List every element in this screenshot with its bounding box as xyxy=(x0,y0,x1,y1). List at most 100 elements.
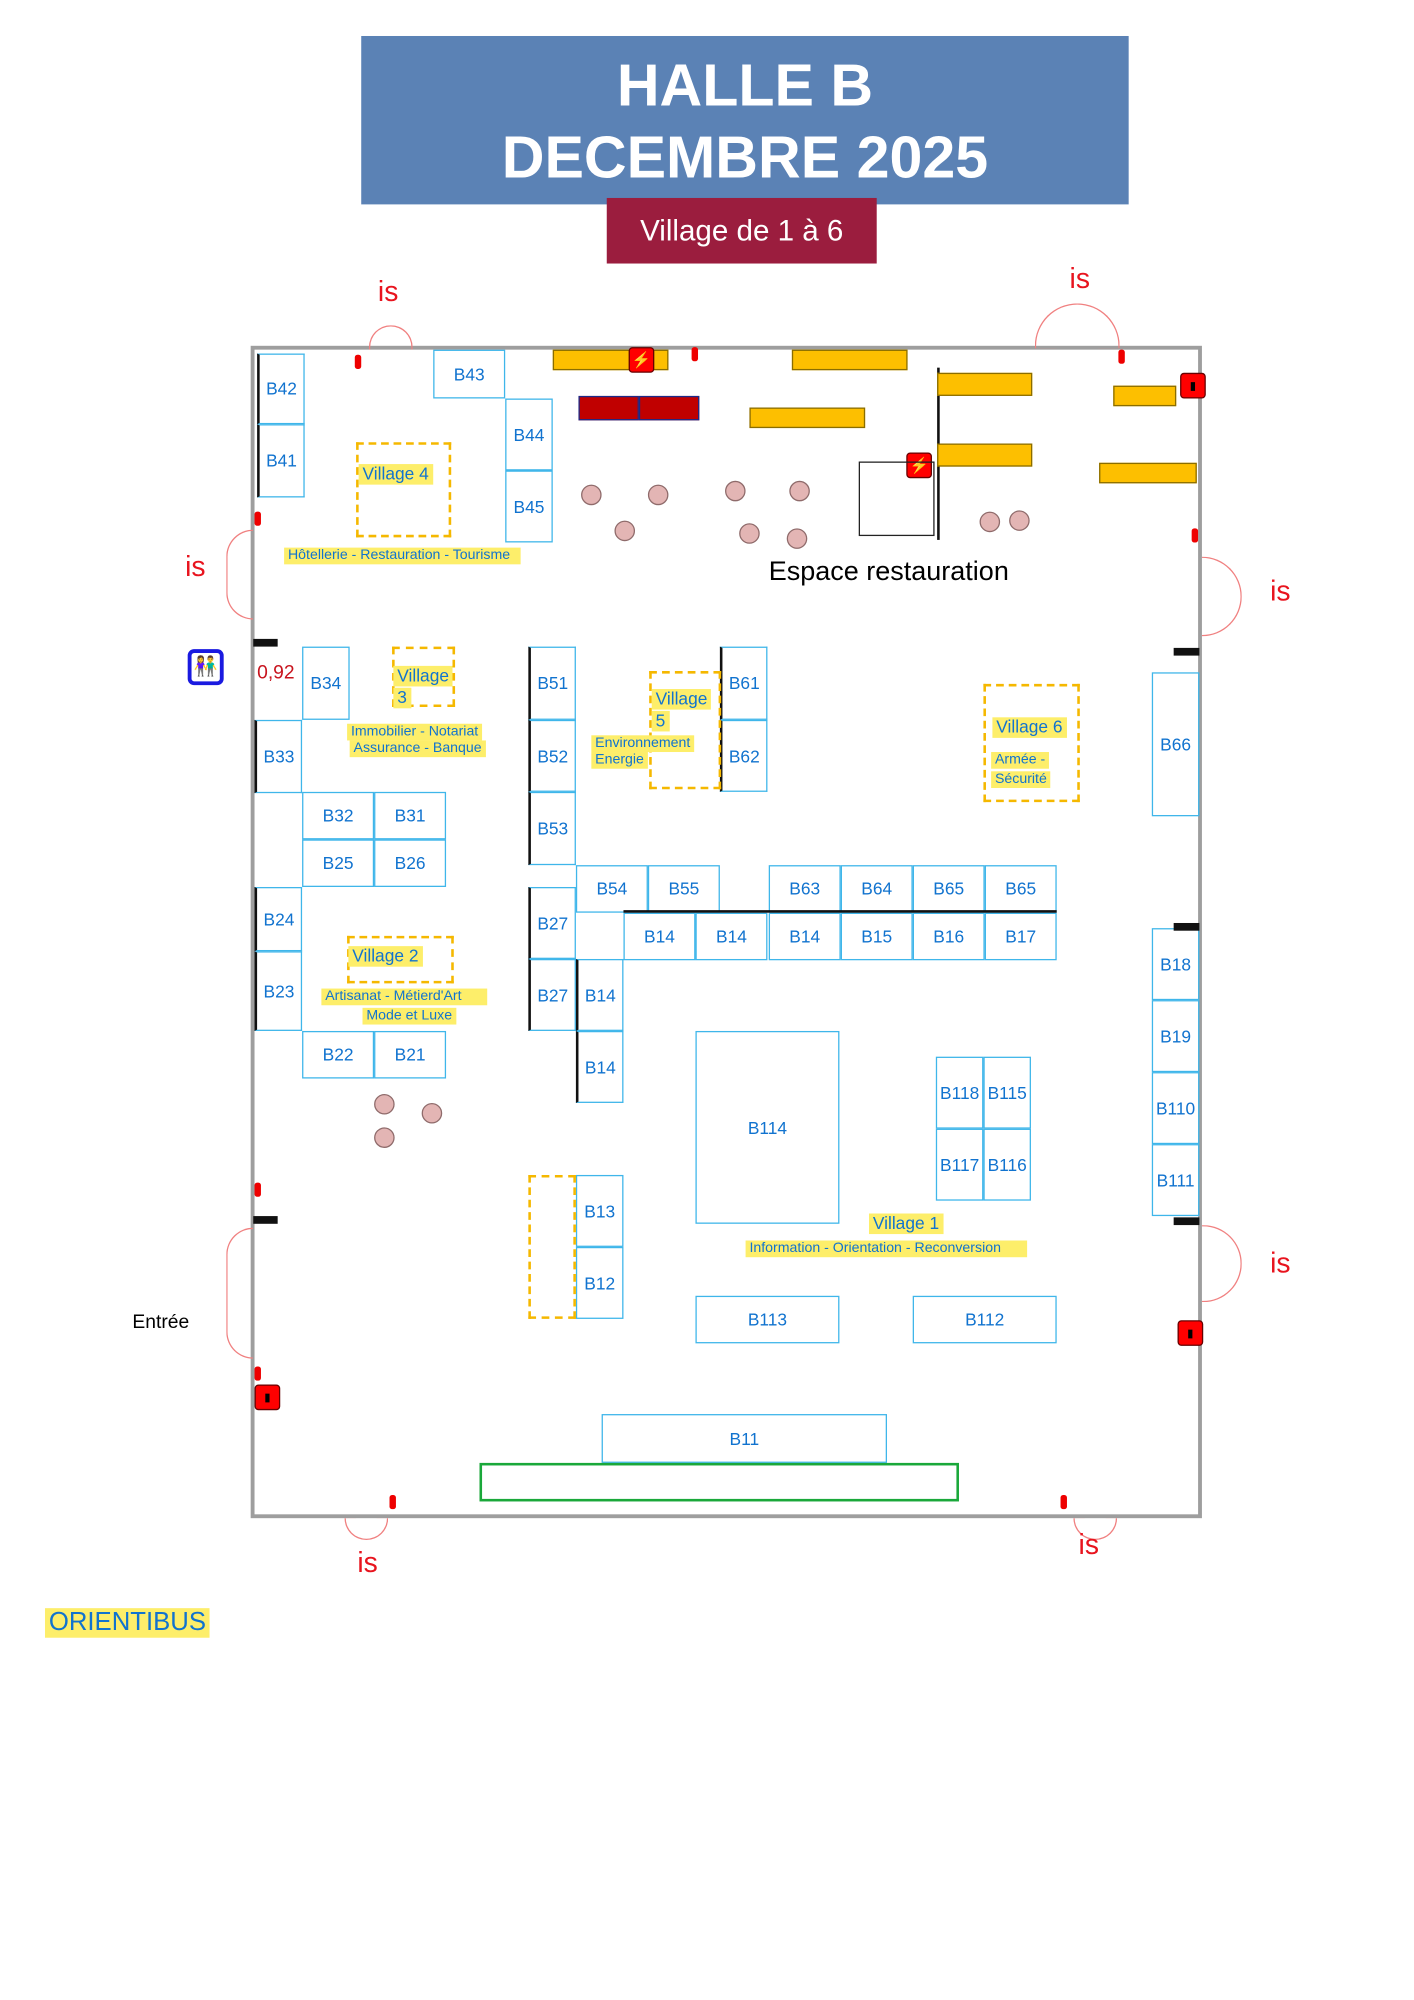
booth-b14: B14 xyxy=(695,912,768,961)
exit-label: is xyxy=(357,1546,378,1579)
hall-outline xyxy=(250,345,1202,1519)
fire-extinguisher-icon xyxy=(354,354,362,369)
booth-b41: B41 xyxy=(257,424,305,498)
fire-extinguisher-icon xyxy=(1118,349,1125,364)
village-2-label: Village 2 xyxy=(348,946,423,967)
orientibus-label: ORIENTIBUS xyxy=(44,1608,210,1638)
booth-b54: B54 xyxy=(575,865,648,913)
food-counter xyxy=(749,407,866,429)
booth-b113: B113 xyxy=(695,1295,840,1344)
booth-b23: B23 xyxy=(254,951,303,1031)
fire-extinguisher-icon xyxy=(254,511,261,526)
booth-b112: B112 xyxy=(912,1295,1057,1344)
booth-b34: B34 xyxy=(302,646,350,720)
exit-label: is xyxy=(1270,574,1291,607)
booth-b65: B65 xyxy=(912,865,985,913)
village-1-theme: Information - Orientation - Reconversion xyxy=(745,1240,1027,1257)
exit-door xyxy=(368,325,413,350)
booth-b22: B22 xyxy=(302,1030,375,1079)
exit-door xyxy=(1201,556,1242,637)
wall-segment xyxy=(253,638,278,647)
booth-b43: B43 xyxy=(433,349,506,399)
fire-extinguisher-icon xyxy=(254,1366,261,1381)
round-table xyxy=(581,484,602,506)
village-4-theme: Hôtellerie - Restauration - Tourisme xyxy=(284,547,521,564)
booth-b12: B12 xyxy=(575,1246,624,1319)
booth-b15: B15 xyxy=(840,912,913,961)
booth-b42: B42 xyxy=(257,353,305,425)
booth-b52: B52 xyxy=(528,719,576,792)
booth-b25: B25 xyxy=(302,839,375,887)
village-6-theme-1: Armée - xyxy=(991,752,1050,769)
booth-b116: B116 xyxy=(983,1128,1031,1201)
village-1-label: Village 1 xyxy=(868,1213,943,1234)
measurement-label: 0,92 xyxy=(257,662,295,684)
booth-b14: B14 xyxy=(768,912,841,961)
fire-hose-icon: ▮ xyxy=(1177,1320,1204,1346)
electric-panel-icon: ⚡ xyxy=(628,347,655,373)
village-5-theme-1: Environnement xyxy=(591,735,695,752)
round-table xyxy=(647,484,669,506)
stage-block xyxy=(638,395,700,421)
booth-b18: B18 xyxy=(1151,928,1200,1001)
wall-segment xyxy=(1173,1217,1200,1226)
round-table xyxy=(979,511,1001,533)
exit-label: is xyxy=(1069,262,1090,295)
exit-label: is xyxy=(185,550,206,583)
booth-b64: B64 xyxy=(840,865,913,913)
village-4-area xyxy=(356,442,452,538)
table-group xyxy=(1113,385,1177,407)
booth-b65: B65 xyxy=(984,865,1057,913)
booth-b115: B115 xyxy=(983,1056,1031,1129)
round-table xyxy=(614,520,636,542)
table-group xyxy=(1099,462,1197,484)
booth-b110: B110 xyxy=(1151,1072,1200,1145)
village-6-theme-2: Sécurité xyxy=(991,771,1051,788)
booth-b32: B32 xyxy=(302,791,375,840)
booth-b61: B61 xyxy=(719,646,768,720)
round-table xyxy=(374,1127,395,1148)
booth-b118: B118 xyxy=(935,1056,984,1129)
booth-b27: B27 xyxy=(528,958,576,1031)
round-table xyxy=(725,480,746,502)
booth-b114: B114 xyxy=(695,1030,840,1224)
village-1-area xyxy=(528,1174,576,1319)
booth-b14: B14 xyxy=(575,958,624,1031)
booth-b53: B53 xyxy=(528,791,576,866)
booth-b55: B55 xyxy=(647,865,720,913)
fire-extinguisher-icon xyxy=(1060,1495,1067,1510)
booth-b19: B19 xyxy=(1151,1000,1200,1073)
fire-extinguisher-icon xyxy=(1191,528,1199,543)
village-5-theme-2: Energie xyxy=(591,752,648,769)
wall-segment xyxy=(1173,922,1200,931)
restaurant-area-label: Espace restauration xyxy=(768,556,1009,587)
exit-door xyxy=(344,1518,389,1541)
village-2-theme-2: Mode et Luxe xyxy=(362,1007,456,1025)
booth-b13: B13 xyxy=(575,1174,624,1247)
booth-b14: B14 xyxy=(623,912,696,961)
village-3-theme-2: Assurance - Banque xyxy=(349,740,486,757)
exit-door xyxy=(226,1227,254,1359)
village-4-label: Village 4 xyxy=(358,464,433,485)
booth-b26: B26 xyxy=(374,839,447,887)
booth-b16: B16 xyxy=(912,912,985,961)
booth-b24: B24 xyxy=(254,886,303,952)
booth-b62: B62 xyxy=(719,719,768,792)
food-counter xyxy=(791,349,908,371)
exit-label: is xyxy=(1270,1246,1291,1280)
entrance-label: Entrée xyxy=(132,1311,190,1334)
villages-badge: Village de 1 à 6 xyxy=(606,197,877,264)
table-group xyxy=(937,372,1033,396)
booth-b14: B14 xyxy=(575,1030,624,1103)
page-title: HALLE B DECEMBRE 2025 xyxy=(361,35,1129,205)
restroom-icon: 👫 xyxy=(187,649,224,686)
round-table xyxy=(421,1102,443,1124)
kitchen-area xyxy=(858,461,935,537)
village-5-number: 5 xyxy=(651,710,670,731)
fire-extinguisher-icon xyxy=(254,1182,261,1197)
booth-b45: B45 xyxy=(505,470,553,543)
village-6-label: Village 6 xyxy=(992,717,1067,738)
village-3-theme-1: Immobilier - Notariat xyxy=(347,723,483,740)
round-table xyxy=(789,480,810,502)
booth-b17: B17 xyxy=(984,912,1057,961)
